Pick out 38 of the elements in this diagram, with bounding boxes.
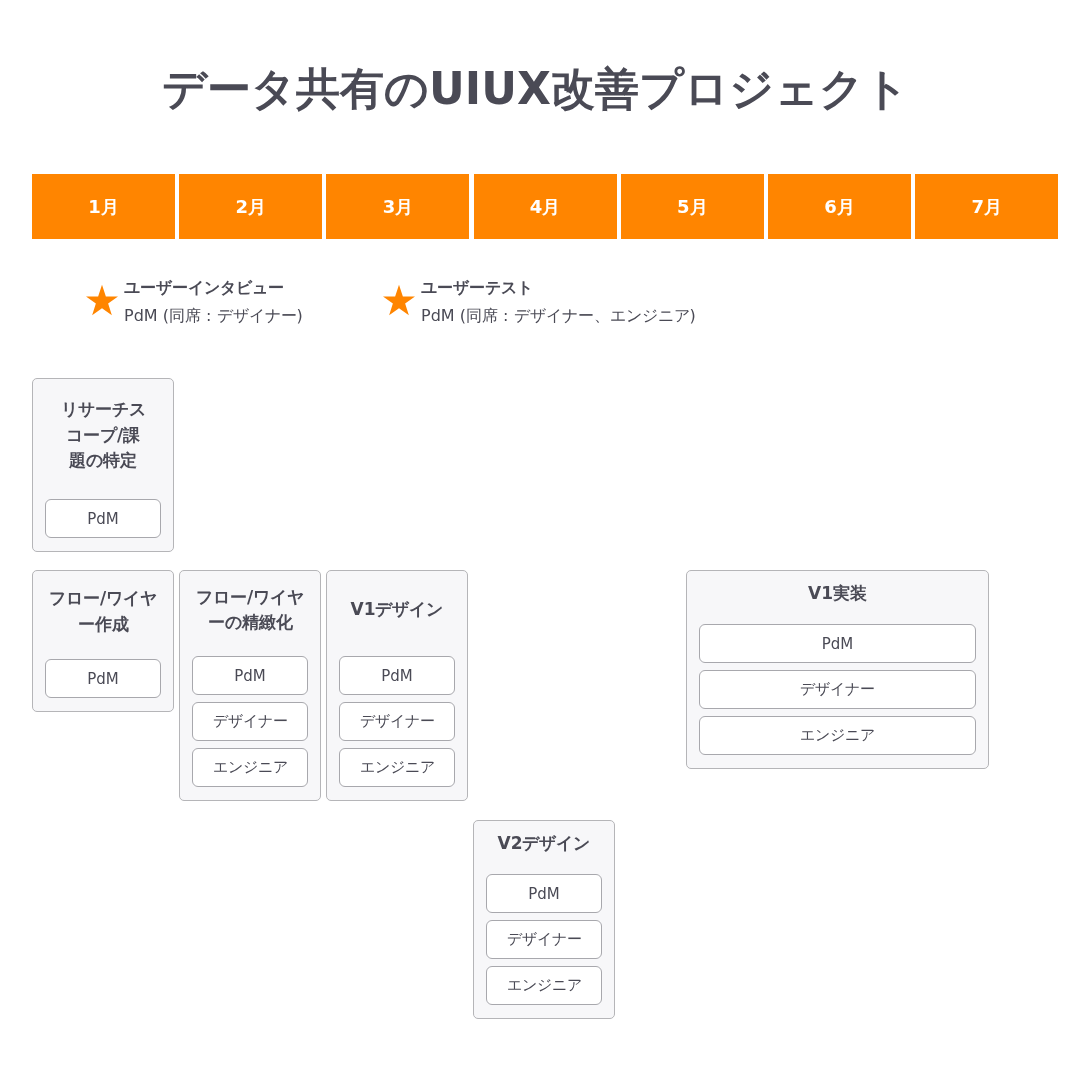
task-title: V1実装 [808,582,867,606]
role-tag: PdM [45,499,161,538]
role-tag: エンジニア [699,716,976,755]
role-tag: PdM [486,874,602,913]
task-card [32,570,174,712]
task-title: リサーチスコープ/課題の特定 [59,398,147,473]
role-tag: デザイナー [192,702,308,741]
diagram-title: データ共有のUIUX改善プロジェクト [161,62,910,116]
task-title: フロー/ワイヤー作成 [48,587,158,636]
role-tag: デザイナー [486,920,602,959]
month-bar: 2月 [179,174,323,239]
task-card [326,570,468,801]
task-title: V1デザイン [350,598,444,622]
task-card [32,378,174,552]
role-tag: エンジニア [339,748,455,787]
task-card [179,570,321,801]
month-bar: 7月 [915,174,1059,239]
month-bar: 6月 [768,174,911,239]
task-title: V2デザイン [497,832,591,856]
role-tag: PdM [192,656,308,695]
role-tag: デザイナー [699,670,976,709]
month-bar: 3月 [326,174,470,239]
milestone-title: ユーザーテスト [421,278,533,299]
month-bar: 4月 [473,174,617,239]
month-bar: 1月 [32,174,175,239]
milestone-attendees: PdM (同席 : デザイナー) [124,306,303,327]
task-title: フロー/ワイヤーの精緻化 [194,585,306,634]
milestone-title: ユーザーインタビュー [124,278,284,299]
role-tag: PdM [339,656,455,695]
role-tag: PdM [45,659,161,698]
task-card [686,570,989,769]
role-tag: エンジニア [192,748,308,787]
month-bar: 5月 [620,174,764,239]
task-card [473,820,615,1019]
role-tag: エンジニア [486,966,602,1005]
milestone-attendees: PdM (同席 : デザイナー、エンジニア) [421,306,696,327]
role-tag: PdM [699,624,976,663]
role-tag: デザイナー [339,702,455,741]
